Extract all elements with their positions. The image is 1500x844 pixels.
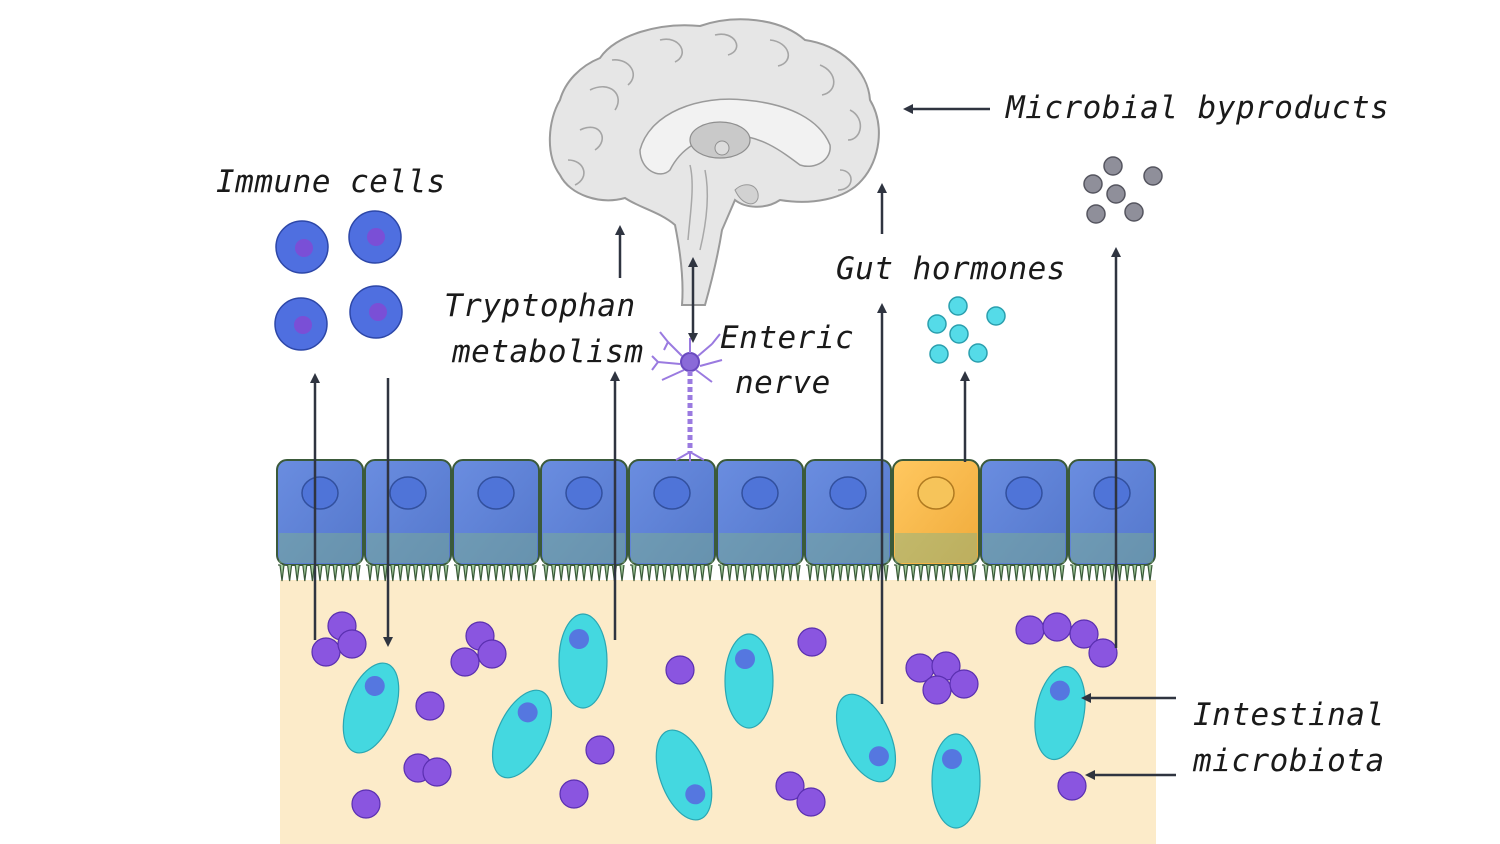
epithelial-cell [628, 459, 716, 582]
coccus-bacterium [775, 771, 805, 801]
epithelial-cell [1068, 459, 1156, 582]
coccus-bacterium [949, 669, 979, 699]
coccus-bacterium [477, 639, 507, 669]
tryptophan-label: Tryptophan [444, 288, 636, 324]
epithelial-cell [452, 459, 540, 582]
enteric-label: Enteric [720, 320, 854, 356]
epithelial-cell [716, 459, 804, 582]
epithelial-cell [804, 459, 892, 582]
enteroendocrine-cell [892, 459, 980, 582]
coccus-bacterium [415, 691, 445, 721]
nerve-label: nerve [735, 365, 831, 401]
coccus-bacterium [422, 757, 452, 787]
coccus-bacterium [585, 735, 615, 765]
microbiota-label: microbiota [1192, 743, 1385, 779]
coccus-bacterium [1042, 612, 1072, 642]
microbial-byproduct-particles [1083, 156, 1163, 224]
immune-cell-icon [274, 210, 403, 351]
epithelial-cell [540, 459, 628, 582]
coccus-bacterium [1069, 619, 1099, 649]
coccus-bacterium [559, 779, 589, 809]
coccus-bacterium [1057, 771, 1087, 801]
coccus-bacterium [1015, 615, 1045, 645]
bacteria-icon [311, 611, 1118, 829]
gut-hormone-particles [927, 296, 1006, 364]
immune-cells-label: Immune cells [216, 164, 446, 200]
rod-bacterium [724, 633, 774, 729]
coccus-bacterium [796, 787, 826, 817]
coccus-bacterium [665, 655, 695, 685]
coccus-bacterium [922, 675, 952, 705]
rod-bacterium [491, 689, 553, 779]
rod-bacterium [835, 693, 897, 783]
rod-bacterium [558, 613, 608, 709]
microbial-byproducts-label: Microbial byproducts [1005, 90, 1389, 126]
metabolism-label: metabolism [451, 334, 644, 370]
epithelial-cell [364, 459, 452, 582]
epithelial-cell [276, 459, 364, 582]
coccus-bacterium [1088, 638, 1118, 668]
intestinal-label: Intestinal [1193, 697, 1385, 733]
neuron-icon [651, 331, 723, 462]
gut-hormones-label: Gut hormones [836, 251, 1066, 287]
coccus-bacterium [797, 627, 827, 657]
rod-bacterium [655, 729, 713, 821]
rod-bacterium [1034, 665, 1086, 761]
coccus-bacterium [337, 629, 367, 659]
intestinal-epithelium [276, 459, 1156, 582]
coccus-bacterium [311, 637, 341, 667]
brain-icon [548, 18, 880, 306]
signal-arrows [310, 104, 1176, 780]
epithelial-cell [980, 459, 1068, 582]
rod-bacterium [342, 662, 400, 754]
coccus-bacterium [351, 789, 381, 819]
coccus-bacterium [450, 647, 480, 677]
rod-bacterium [931, 733, 981, 829]
